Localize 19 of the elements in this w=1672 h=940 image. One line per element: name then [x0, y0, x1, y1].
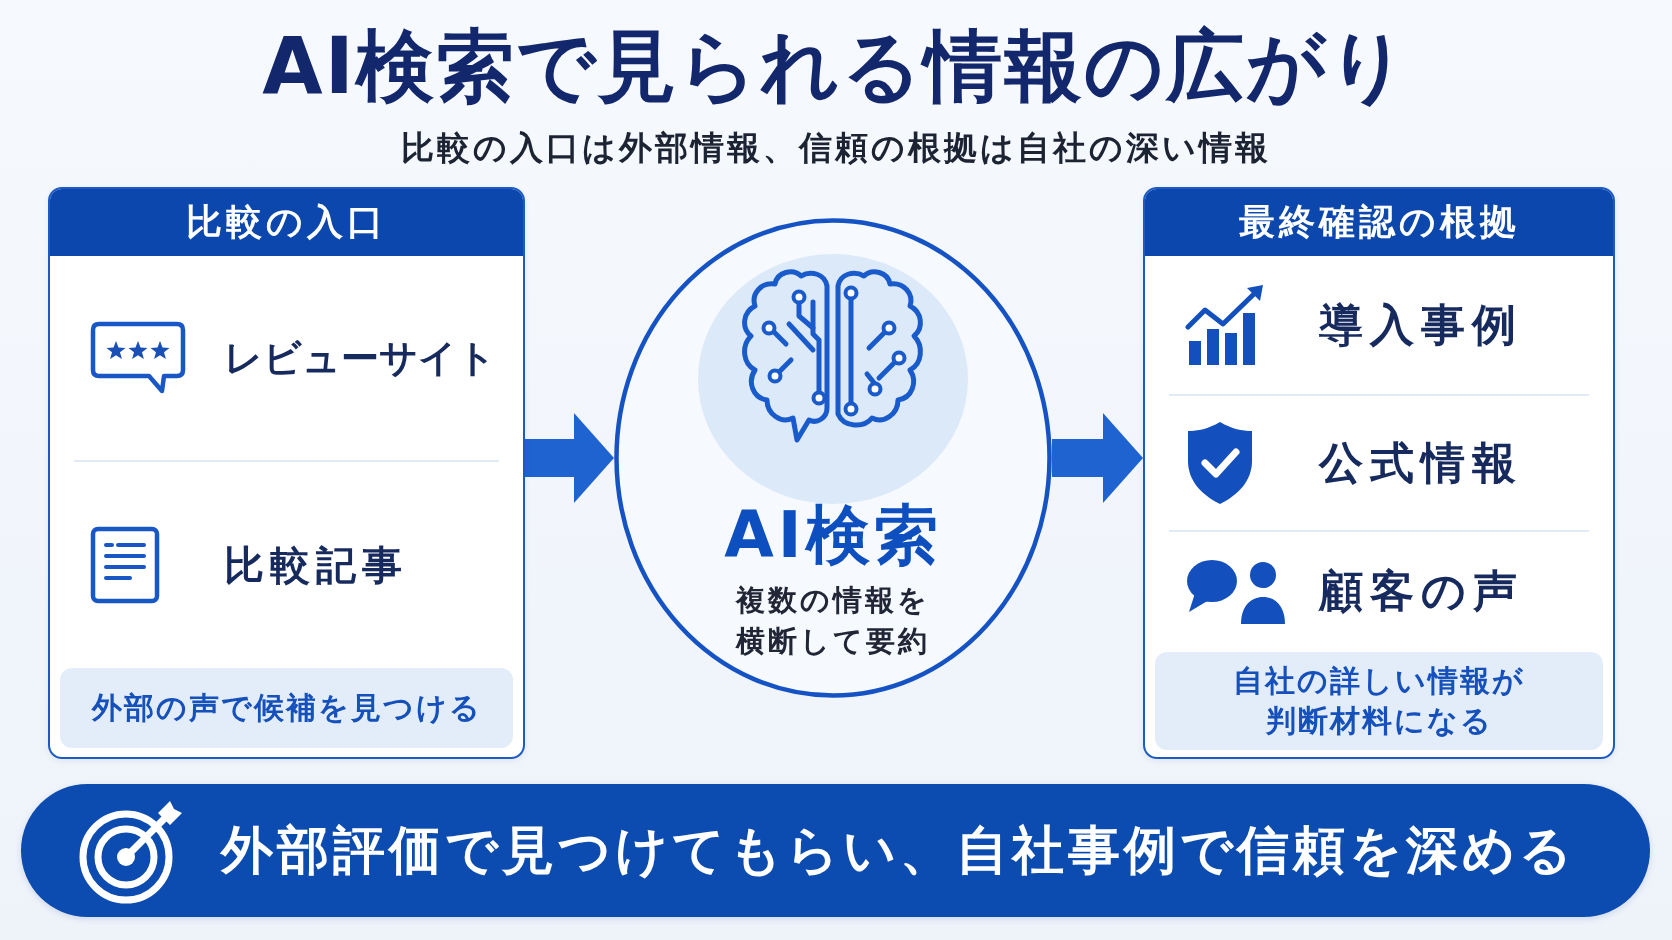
row-label: 顧客の声: [1319, 563, 1524, 618]
banner-text: 外部評価で見つけてもらい、自社事例で信頼を深める: [221, 818, 1576, 882]
arrow: [1052, 413, 1143, 503]
panel-header: 比較の入口: [50, 189, 523, 256]
note-box: 外部の声で候補を見つける: [60, 668, 513, 748]
row-label: 導入事例: [1319, 297, 1523, 352]
note-box: 自社の詳しい情報が判断材料になる: [1155, 652, 1603, 750]
panel: [1143, 187, 1615, 759]
arrow: [525, 413, 614, 503]
panel: [48, 187, 525, 759]
row-label: レビューサイト: [224, 334, 496, 382]
heading: AI検索: [724, 500, 942, 571]
row-label: 公式情報: [1319, 435, 1523, 490]
title: AI検索で見られる情報の広がり: [262, 24, 1410, 110]
row-label: 比較記事: [224, 540, 408, 590]
subtitle: 比較の入口は外部情報、信頼の根拠は自社の深い情報: [401, 128, 1271, 168]
panel-header: 最終確認の根拠: [1145, 189, 1613, 256]
description: 複数の情報を横断して要約: [734, 582, 931, 661]
circle: [614, 218, 1052, 698]
